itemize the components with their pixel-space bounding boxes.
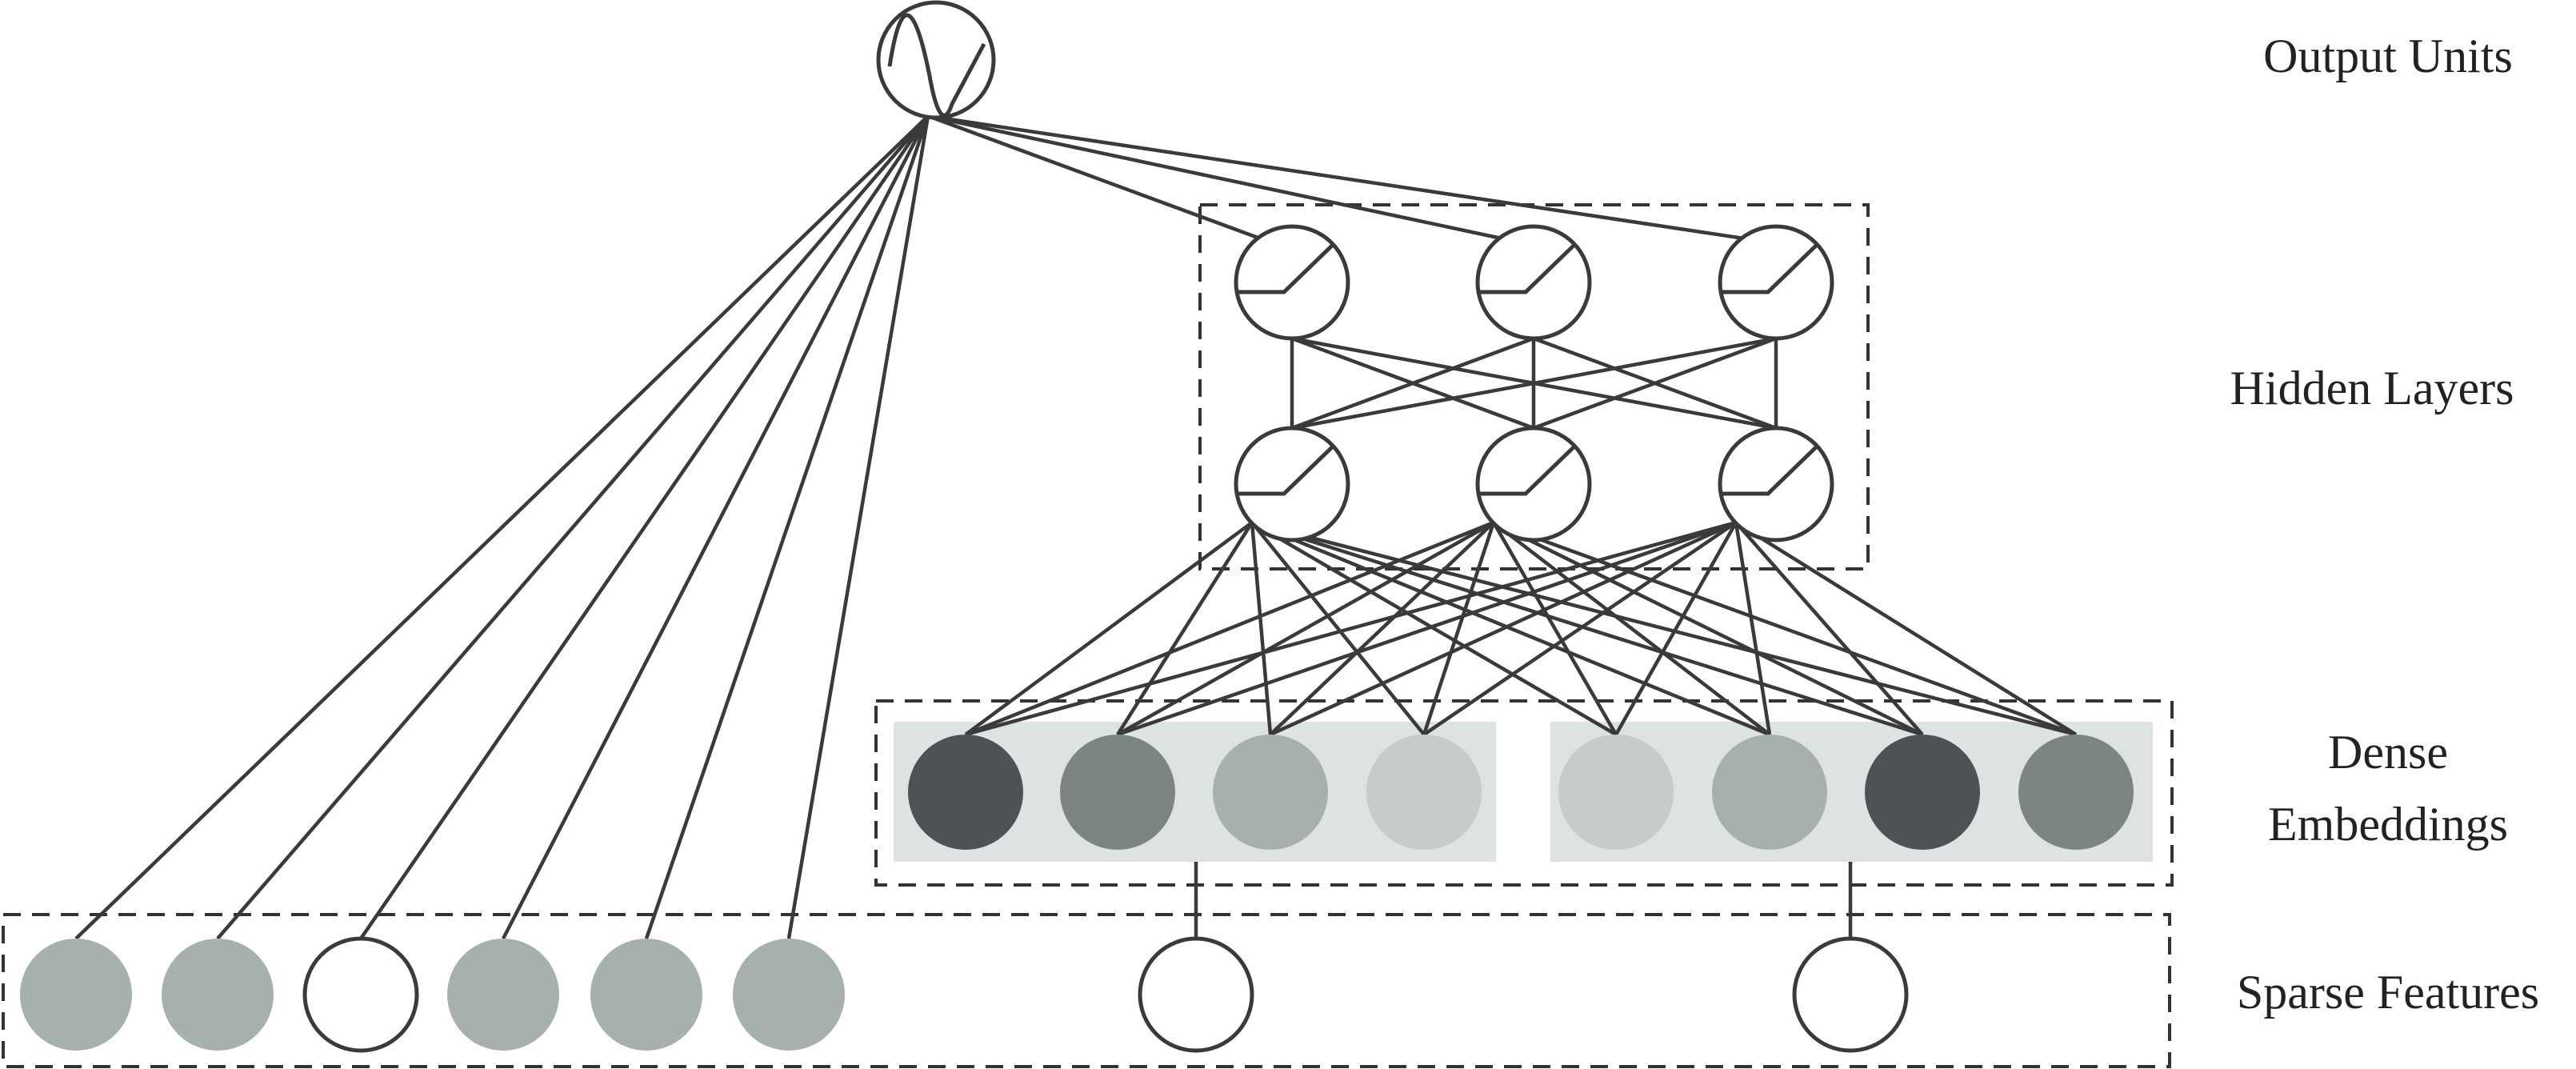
- edge-hidden2-1-embedding-7: [1251, 520, 1923, 737]
- edge-output-hidden-2: [927, 114, 1502, 241]
- sparse-feature-deep-1: [1138, 936, 1254, 1053]
- sparse-feature-deep-2: [1792, 936, 1909, 1053]
- sparse-feature-4: [447, 939, 559, 1051]
- sparse-feature-5: [590, 939, 702, 1051]
- edge-hidden2-3-embedding-1: [965, 520, 1737, 737]
- hidden-layers-label: Hidden Layers: [2230, 362, 2514, 414]
- sparse-features-box: [2, 913, 2171, 1068]
- edge-output-sparse-6: [786, 115, 930, 939]
- edge-hidden2-1-embedding-2: [1116, 521, 1254, 736]
- edge-hidden1-3-hidden2-1: [1291, 336, 1777, 430]
- hidden-layers-box: [1198, 203, 1870, 571]
- edge-hidden2-1-embedding-4: [1250, 521, 1426, 736]
- edge-output-sparse-3: [359, 114, 930, 940]
- hidden-unit-2-3: [1718, 426, 1834, 543]
- edge-hidden2-2-embedding-2: [1116, 521, 1495, 736]
- edge-hidden2-3-embedding-2: [1117, 520, 1737, 737]
- embedding-unit-4: [1366, 735, 1482, 850]
- hidden-unit-2-2: [1475, 426, 1592, 543]
- edge-hidden2-3-embedding-4: [1422, 521, 1738, 736]
- embedding-unit-6: [1712, 735, 1827, 850]
- dense-embeddings-label-line2: Embeddings: [2268, 798, 2508, 851]
- sigmoid-icon: [887, 13, 986, 118]
- edge-hidden2-2-embedding-4: [1422, 522, 1496, 735]
- relu-icon: [1479, 444, 1577, 496]
- output-units-label: Output Units: [2263, 30, 2513, 82]
- edge-hidden2-2-embedding-3: [1269, 521, 1495, 736]
- edge-hidden1-3-hidden2-2: [1533, 336, 1777, 430]
- embedding-unit-2: [1060, 735, 1175, 850]
- edge-hidden2-1-embedding-1: [964, 521, 1254, 736]
- edge-hidden2-3-embedding-7: [1734, 521, 1924, 736]
- relu-icon: [1722, 444, 1819, 496]
- embedding-unit-8: [2018, 735, 2134, 850]
- dashed-groups: [2, 203, 2174, 1068]
- edge-hidden2-2-embedding-1: [965, 520, 1494, 737]
- embedding-unit-7: [1865, 735, 1980, 850]
- edge-hidden1-2-hidden2-1: [1291, 336, 1534, 430]
- output-unit: [876, 0, 996, 120]
- embedding-unit-1: [908, 735, 1023, 850]
- edge-output-sparse-1: [74, 114, 930, 940]
- edge-hidden2-2-embedding-7: [1493, 520, 1923, 737]
- relu-icon: [1479, 242, 1577, 294]
- hidden-unit-1-2: [1475, 224, 1592, 341]
- output-unit-circle: [876, 0, 996, 120]
- hidden-unit-1-1: [1234, 224, 1350, 341]
- edge-output-sparse-2: [216, 114, 930, 940]
- edge-hidden2-3-embedding-6: [1734, 522, 1772, 735]
- edge-hidden2-3-embedding-3: [1270, 520, 1737, 737]
- relu-icon: [1722, 242, 1819, 294]
- layer-labels: Output Units Hidden Layers Dense Embeddi…: [2230, 30, 2540, 1019]
- sparse-feature-1: [20, 939, 132, 1051]
- edge-hidden2-2-embedding-5: [1492, 521, 1618, 736]
- edge-hidden2-2-embedding-6: [1492, 521, 1771, 736]
- embedding-unit-5: [1558, 735, 1674, 850]
- dense-embeddings-label-line1: Dense: [2328, 726, 2448, 779]
- embedding-unit-3: [1213, 735, 1328, 850]
- edge-hidden2-1-embedding-6: [1251, 520, 1770, 737]
- edge-hidden2-1-embedding-8: [1251, 520, 2077, 737]
- hidden-unit-1-3: [1718, 224, 1834, 341]
- hidden-unit-2-1: [1234, 426, 1350, 543]
- edge-output-hidden-3: [927, 114, 1745, 241]
- edge-hidden2-3-embedding-5: [1614, 521, 1738, 736]
- relu-icon: [1238, 444, 1335, 496]
- dense-embeddings-box: [874, 699, 2174, 887]
- edge-output-hidden-1: [927, 114, 1261, 241]
- edge-hidden2-1-embedding-3: [1250, 522, 1273, 735]
- sparse-feature-2: [162, 939, 274, 1051]
- relu-icon: [1238, 242, 1335, 294]
- connections: [74, 114, 2078, 940]
- edge-output-sparse-5: [644, 115, 930, 939]
- edge-hidden2-1-embedding-5: [1250, 521, 1618, 736]
- sparse-feature-6: [733, 939, 845, 1051]
- edge-hidden2-2-embedding-8: [1493, 520, 2077, 737]
- edge-output-sparse-4: [502, 114, 930, 940]
- sparse-features-label: Sparse Features: [2237, 966, 2539, 1019]
- edge-hidden2-3-embedding-8: [1734, 521, 2078, 736]
- sparse-feature-3: [302, 936, 419, 1053]
- nodes: [20, 0, 2134, 1053]
